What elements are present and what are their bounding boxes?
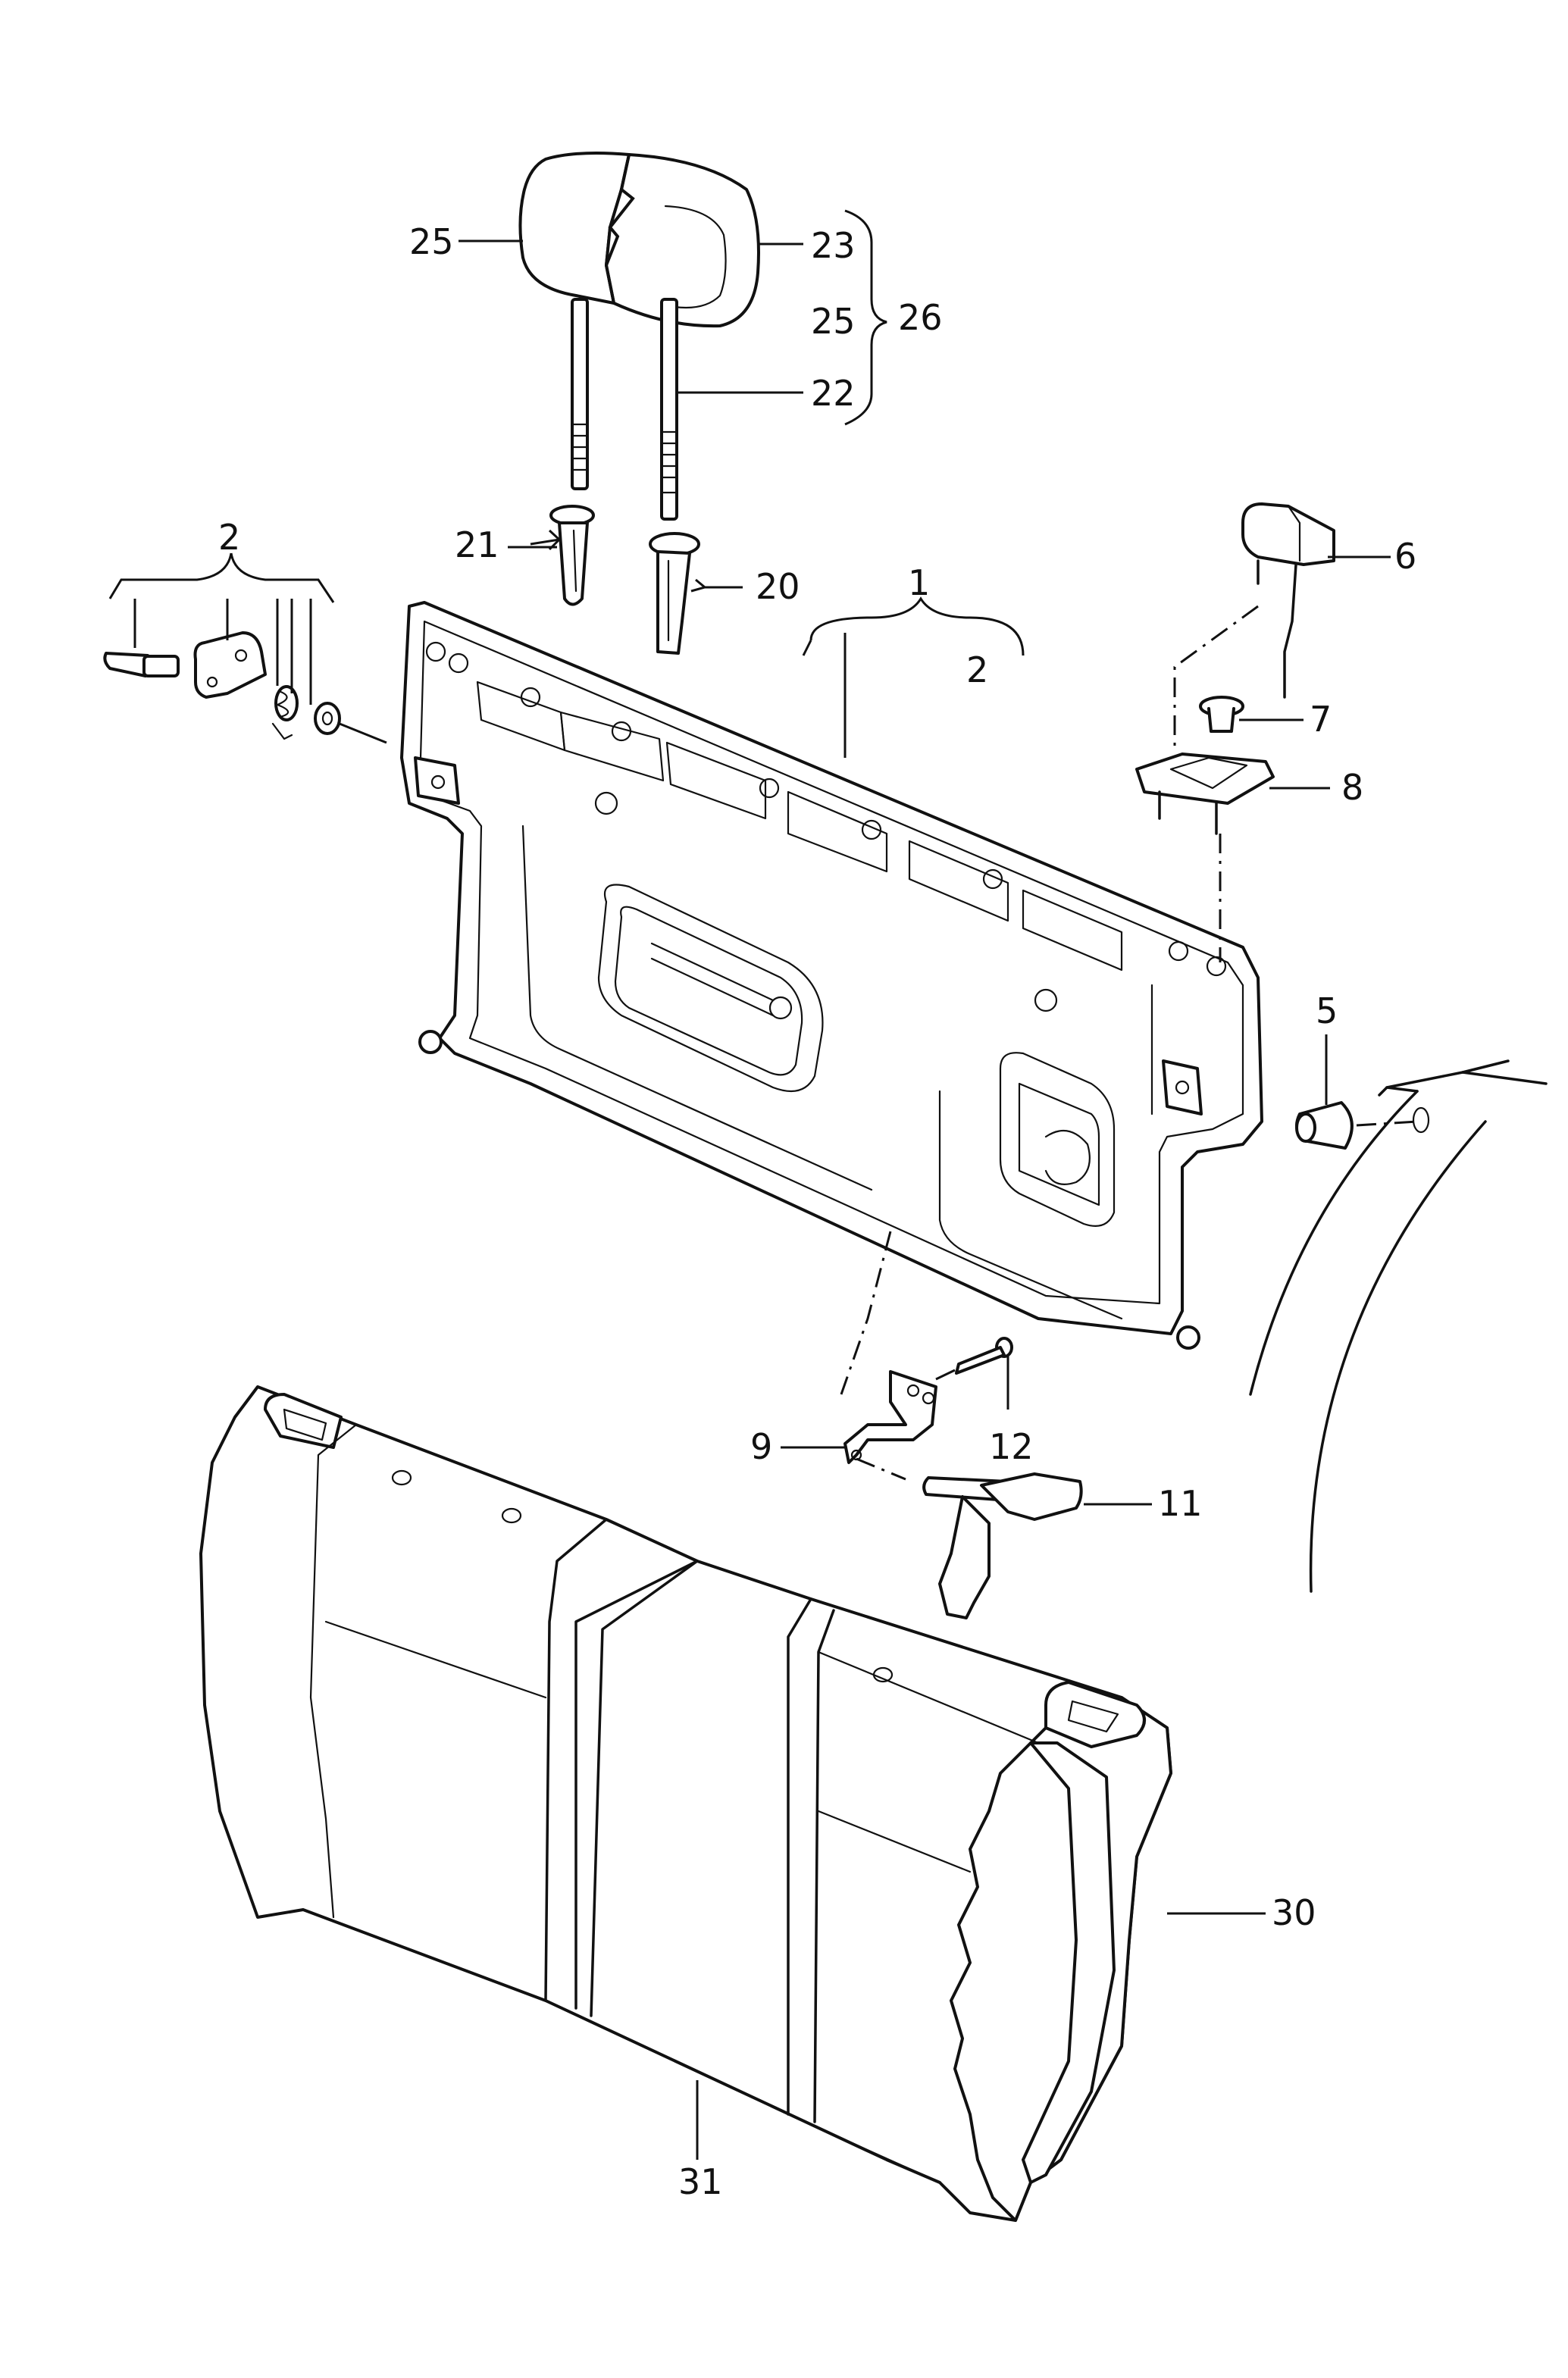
label-31: 31 (678, 2161, 723, 2202)
label-2-top: 2 (218, 517, 240, 558)
label-23: 23 (811, 225, 856, 266)
leader-lines (108, 209, 1391, 2160)
label-21: 21 (455, 524, 499, 565)
label-9: 9 (750, 1426, 772, 1467)
bracket-9 (843, 1370, 937, 1464)
unlock-handle-6 (1241, 502, 1335, 699)
label-20: 20 (756, 566, 800, 607)
label-6: 6 (1394, 536, 1416, 577)
label-2-right: 2 (966, 649, 988, 690)
label-30: 30 (1272, 1892, 1316, 1933)
guide-sleeve-20 (649, 532, 700, 655)
label-7: 7 (1310, 699, 1332, 740)
label-25-left: 25 (409, 221, 454, 262)
screw-12 (955, 1337, 1013, 1375)
body-wheel-arch (1249, 1059, 1548, 1593)
label-25-right: 25 (811, 301, 856, 342)
seat-back-frame (400, 601, 1263, 1350)
label-5: 5 (1316, 990, 1338, 1031)
part-labels: 25 23 25 26 22 21 20 2 1 2 6 7 8 5 9 12 … (218, 221, 1416, 2202)
label-22: 22 (811, 373, 856, 414)
hinge-washer (314, 702, 341, 735)
label-12: 12 (989, 1426, 1034, 1467)
hinge-bolt (103, 652, 180, 677)
release-housing-8 (1135, 753, 1275, 835)
cap-7 (1199, 696, 1244, 733)
label-1: 1 (908, 562, 930, 603)
seat-back-cushion (199, 1385, 1172, 2222)
hinge-spring (271, 685, 299, 740)
label-26: 26 (898, 297, 943, 338)
hinge-bracket (193, 631, 267, 699)
latch-11 (922, 1472, 1083, 1619)
label-8: 8 (1341, 767, 1363, 808)
bump-stop-5 (1295, 1101, 1354, 1150)
label-11: 11 (1158, 1483, 1203, 1524)
headrest (518, 152, 760, 521)
guide-sleeve-21 (549, 505, 595, 606)
